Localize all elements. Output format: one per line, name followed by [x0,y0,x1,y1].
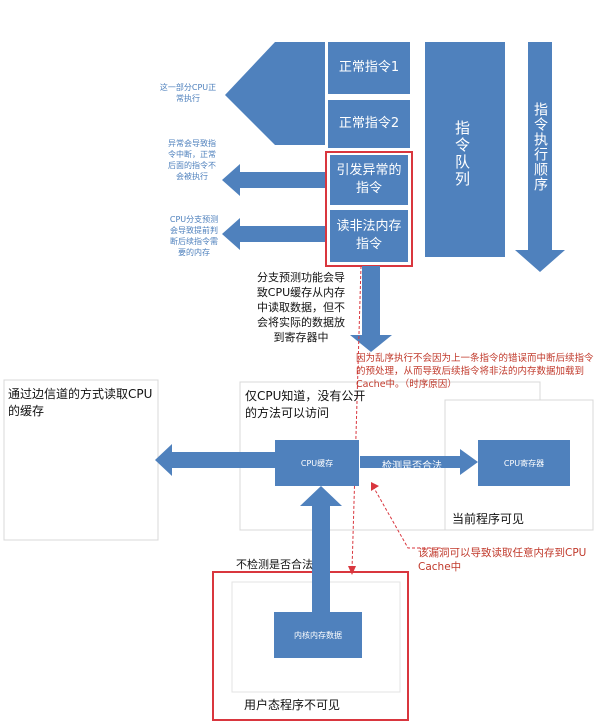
instruction-exception-label: 引发异常的指令 [336,163,402,196]
kernel-memory-box: 内核内存数据 [274,612,362,658]
down-to-cache-arrow [350,266,392,352]
note-branch: CPU分支预测会导致提前判断后续指令需要的内存 [169,215,219,257]
side-channel-arrow [155,444,275,476]
instruction-illegal-read-label: 读非法内存指令 [336,219,402,252]
instruction-normal-2-label: 正常指令2 [338,116,400,131]
cpu-register-box: CPU寄存器 [478,440,570,486]
cpu-register-label: CPU寄存器 [503,458,545,468]
no-check-label: 不检测是否合法 [236,558,313,571]
side-channel-label: 通过边信道的方式读取CPU的缓存 [8,387,153,418]
queue-label: 指令队列 [453,120,471,188]
instruction-normal-1-label: 正常指令1 [338,60,400,75]
note-exception: 异常会导致指令中断，正常后面的指令不会被执行 [168,139,216,181]
out-of-order-note: 因为乱序执行不会因为上一条指令的错误而中断后续指令的预处理，从而导致后续指令将非… [356,353,594,390]
instruction-exception: 引发异常的指令 [330,155,408,205]
instruction-illegal-read: 读非法内存指令 [330,210,408,262]
cpu-cache-label: CPU缓存 [300,458,334,468]
vulnerability-note: 该漏洞可以导致读取任意内存到CPU Cache中 [418,547,587,573]
user-invisible-label: 用户态程序不可见 [244,698,341,712]
current-program-visible-label: 当前程序可见 [452,512,525,526]
order-label: 指令执行顺序 [532,102,548,192]
exception-left-arrow [222,164,325,196]
branch-left-arrow [222,218,325,250]
execution-funnel-shape [225,42,325,145]
check-legal-arrow [360,449,478,475]
instruction-queue-column [425,42,505,257]
note-executed: 这一部分CPU正常执行 [159,83,217,103]
kernel-memory-label: 内核内存数据 [294,630,342,640]
kernel-to-cache-arrow [300,486,342,612]
cpu-only-label: 仅CPU知道，没有公开的方法可以访问 [245,389,366,420]
branch-prediction-text: 分支预测功能会导致CPU缓存从内存中读取数据，但不会将实际的数据放到寄存器中 [256,271,346,344]
check-legal-label: 检测是否合法 [382,461,442,472]
instruction-normal-2: 正常指令2 [328,100,410,148]
execution-order-arrow [515,42,565,272]
cpu-cache-box: CPU缓存 [275,440,359,486]
instruction-normal-1: 正常指令1 [328,42,410,94]
